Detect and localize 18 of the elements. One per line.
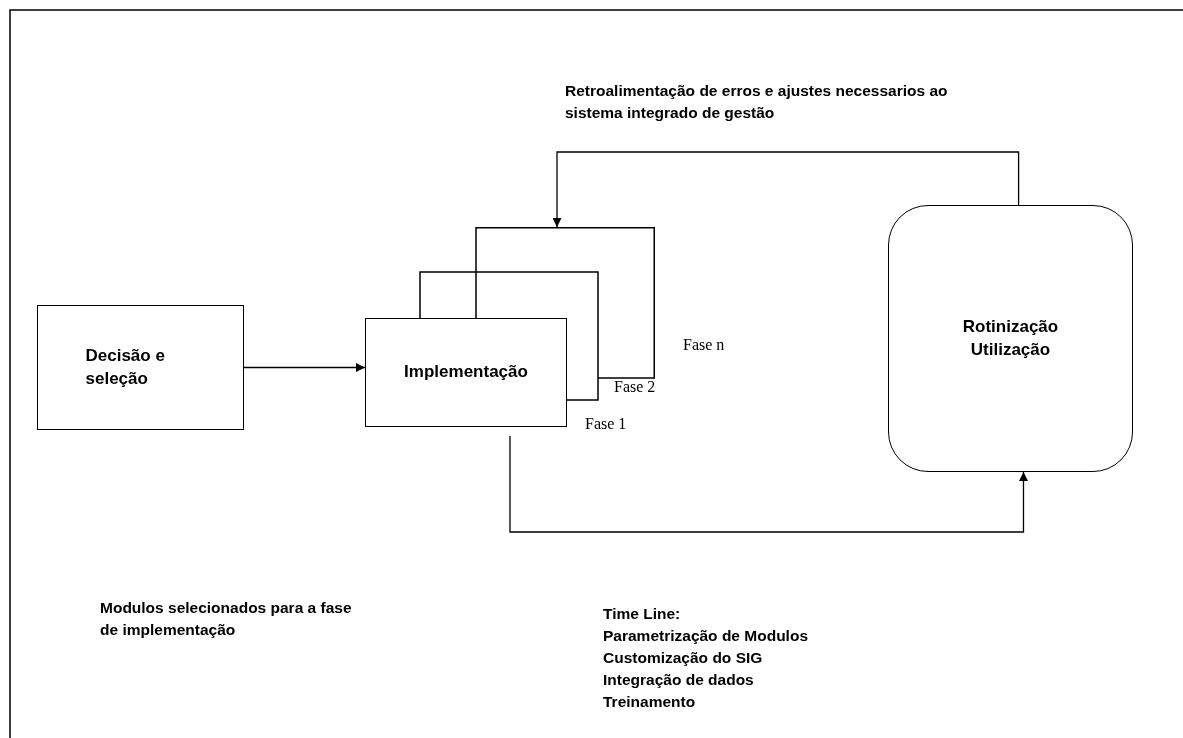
phase-label: Fase 2 (614, 378, 656, 396)
node-text: Utilização (970, 338, 1051, 361)
phase-label: Fase n (683, 336, 725, 354)
phase-label: Fase 1 (585, 415, 627, 433)
rounded-process-box (888, 205, 1133, 472)
timeline-text: Time Line: (603, 604, 682, 624)
node-text: Rotinização (962, 315, 1059, 338)
arrow (243, 363, 366, 372)
node-text: Decisão e seleção (85, 344, 166, 390)
node-text: Implementação (404, 361, 528, 384)
arrow (552, 151, 1020, 228)
timeline-text: Integração de dados (603, 670, 755, 690)
process-box (37, 305, 244, 430)
timeline-text: Treinamento (603, 692, 697, 712)
note-text: Modulos selecionados para a fase de implementação (100, 598, 353, 640)
timeline-text: Parametrização de Modulos (603, 626, 809, 646)
arrow (509, 435, 1028, 533)
timeline-text: Customização do SIG (603, 648, 764, 668)
